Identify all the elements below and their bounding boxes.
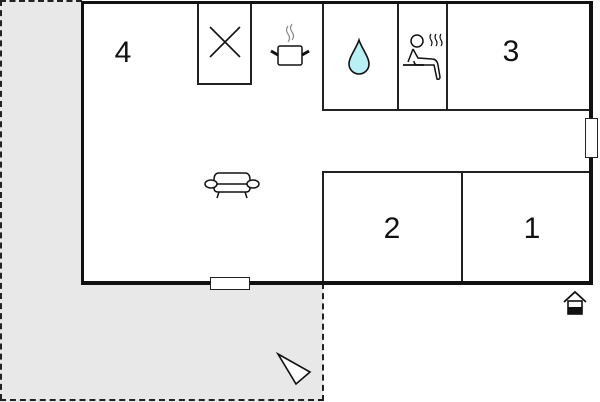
room-1-label: 1 xyxy=(523,212,541,245)
terrace-border-left xyxy=(0,0,2,400)
room-4-label: 4 xyxy=(114,36,132,69)
outer-wall-bottom xyxy=(81,281,593,284)
window-east xyxy=(585,118,598,158)
compass-arrow-icon xyxy=(275,351,312,386)
outer-wall-top xyxy=(81,1,593,4)
entrance-icon xyxy=(563,290,587,315)
room-3-label: 3 xyxy=(502,35,520,68)
terrace-border-right xyxy=(322,283,324,401)
sauna-icon xyxy=(403,33,443,80)
terrace-border-bottom xyxy=(0,399,324,401)
room-2-label: 2 xyxy=(383,212,401,245)
terrace-area-bottom xyxy=(0,283,323,402)
armchair-icon xyxy=(204,172,260,199)
cooking-pot-icon xyxy=(270,23,310,66)
window-south xyxy=(210,277,250,290)
stove-x-icon xyxy=(209,26,241,58)
water-drop-icon xyxy=(348,37,370,75)
room-2 xyxy=(322,171,463,284)
terrace-border-top xyxy=(0,0,82,2)
